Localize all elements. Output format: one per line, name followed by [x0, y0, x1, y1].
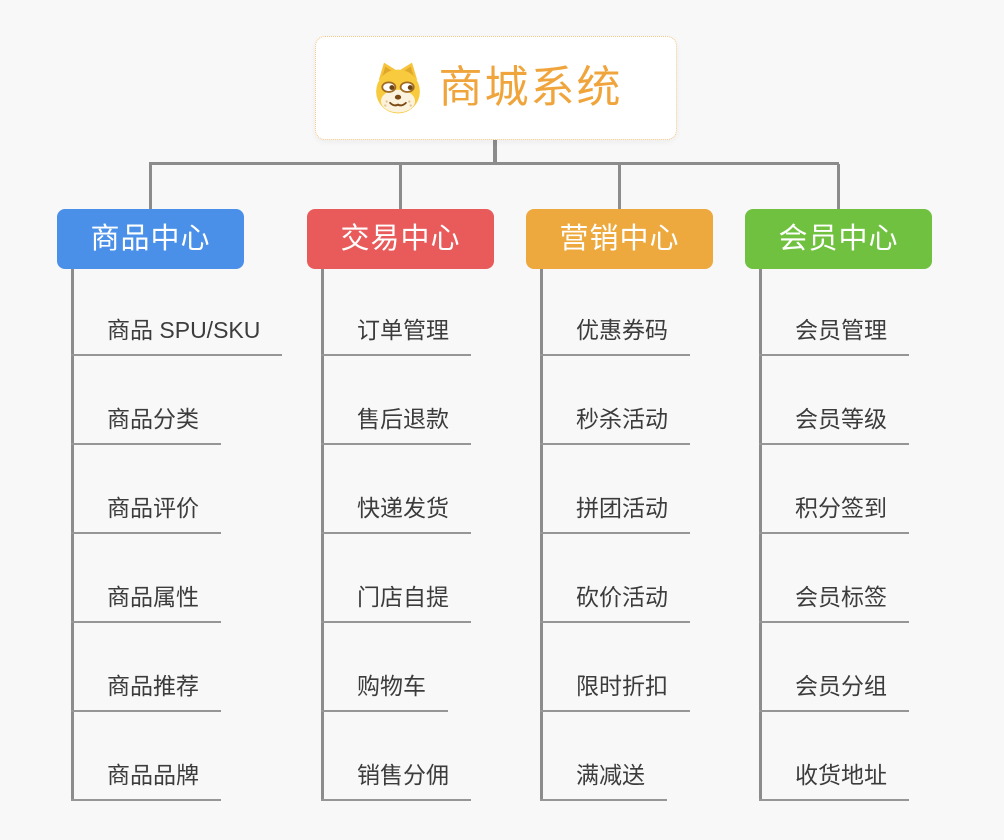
child-node[interactable]: 商品评价	[71, 492, 221, 534]
branch-node-product-center[interactable]: 商品中心	[57, 209, 244, 269]
connector-drop-marketing	[618, 164, 621, 210]
child-node[interactable]: 门店自提	[321, 581, 471, 623]
child-node[interactable]: 商品属性	[71, 581, 221, 623]
child-node[interactable]: 订单管理	[321, 314, 471, 356]
root-title: 商城系统	[438, 63, 623, 112]
branch-children-trade: 订单管理 售后退款 快递发货 门店自提 购物车 销售分佣	[321, 269, 561, 801]
connector-trunk-marketing	[540, 269, 543, 801]
child-node[interactable]: 商品分类	[71, 403, 221, 445]
connector-bus	[149, 162, 839, 165]
connector-trunk-product	[71, 269, 74, 801]
connector-drop-trade	[399, 164, 402, 210]
connector-drop-product	[149, 164, 152, 210]
child-node[interactable]: 积分签到	[759, 492, 909, 534]
dog-face-icon	[370, 60, 426, 116]
child-node[interactable]: 砍价活动	[540, 581, 690, 623]
connector-drop-member	[837, 164, 840, 210]
branch-node-member-center[interactable]: 会员中心	[745, 209, 932, 269]
child-node[interactable]: 售后退款	[321, 403, 471, 445]
child-node[interactable]: 购物车	[321, 670, 448, 712]
branch-children-marketing: 优惠券码 秒杀活动 拼团活动 砍价活动 限时折扣 满减送	[540, 269, 780, 801]
child-node[interactable]: 会员等级	[759, 403, 909, 445]
child-node[interactable]: 销售分佣	[321, 759, 471, 801]
connector-root-drop	[493, 140, 497, 163]
child-node[interactable]: 会员标签	[759, 581, 909, 623]
child-node[interactable]: 拼团活动	[540, 492, 690, 534]
child-node[interactable]: 商品推荐	[71, 670, 221, 712]
branch-node-marketing-center[interactable]: 营销中心	[526, 209, 713, 269]
child-node[interactable]: 收货地址	[759, 759, 909, 801]
child-node[interactable]: 会员分组	[759, 670, 909, 712]
connector-trunk-trade	[321, 269, 324, 801]
child-node[interactable]: 满减送	[540, 759, 667, 801]
connector-trunk-member	[759, 269, 762, 801]
child-node[interactable]: 商品 SPU/SKU	[71, 314, 283, 356]
root-node[interactable]: 商城系统	[315, 36, 677, 140]
branch-node-trade-center[interactable]: 交易中心	[307, 209, 494, 269]
child-node[interactable]: 秒杀活动	[540, 403, 690, 445]
child-node[interactable]: 优惠券码	[540, 314, 690, 356]
child-node[interactable]: 商品品牌	[71, 759, 221, 801]
child-node[interactable]: 会员管理	[759, 314, 909, 356]
branch-children-member: 会员管理 会员等级 积分签到 会员标签 会员分组 收货地址	[759, 269, 999, 801]
child-node[interactable]: 快递发货	[321, 492, 471, 534]
child-node[interactable]: 限时折扣	[540, 670, 690, 712]
branch-children-product: 商品 SPU/SKU 商品分类 商品评价 商品属性 商品推荐 商品品牌	[71, 269, 311, 801]
